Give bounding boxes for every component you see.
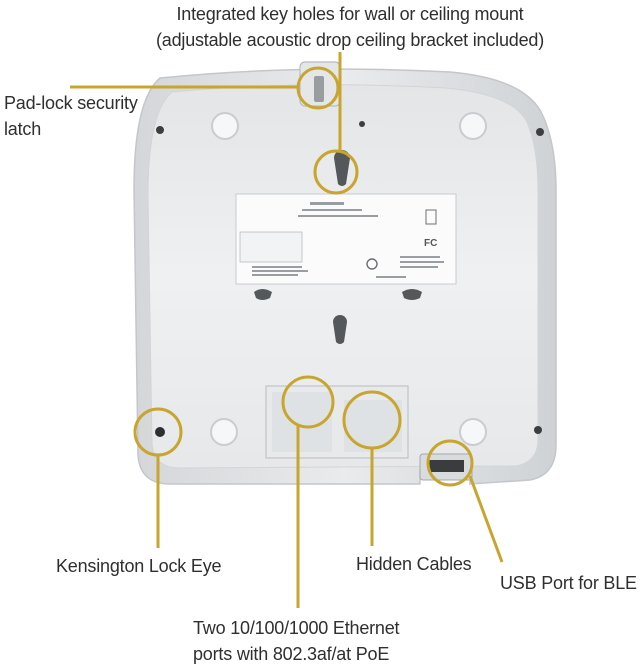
- ethernet-label-line1: Two 10/100/1000 Ethernet: [193, 618, 400, 638]
- side-hole: [156, 126, 164, 134]
- product-label: FC: [235, 193, 457, 285]
- keyholes-label-line2: (adjustable acoustic drop ceiling bracke…: [155, 30, 545, 50]
- callout-circle-ethernet: [281, 375, 335, 429]
- hidden-cables-label: Hidden Cables: [356, 554, 472, 574]
- side-hole: [534, 426, 542, 434]
- keyholes-label-line1: Integrated key holes for wall or ceiling…: [176, 4, 524, 24]
- small-dot: [359, 121, 365, 127]
- side-hole: [536, 128, 544, 136]
- keyholes: [254, 150, 422, 344]
- callout-circle-keyhole: [313, 149, 359, 195]
- rubber-feet: [210, 112, 487, 446]
- callout-lines: [70, 52, 504, 608]
- usb-port-label: USB Port for BLE: [500, 573, 637, 593]
- kensington-label: Kensington Lock Eye: [56, 556, 222, 576]
- padlock-label-line1: Pad-lock security: [4, 93, 138, 113]
- padlock-label-line2: latch: [4, 119, 42, 139]
- ethernet-label-line2: ports with 802.3af/at PoE: [193, 644, 390, 664]
- kensington-hole: [155, 427, 165, 437]
- usb-port: [428, 460, 464, 472]
- fcc-mark: FC: [424, 238, 437, 249]
- callout-circle-usb: [426, 439, 474, 487]
